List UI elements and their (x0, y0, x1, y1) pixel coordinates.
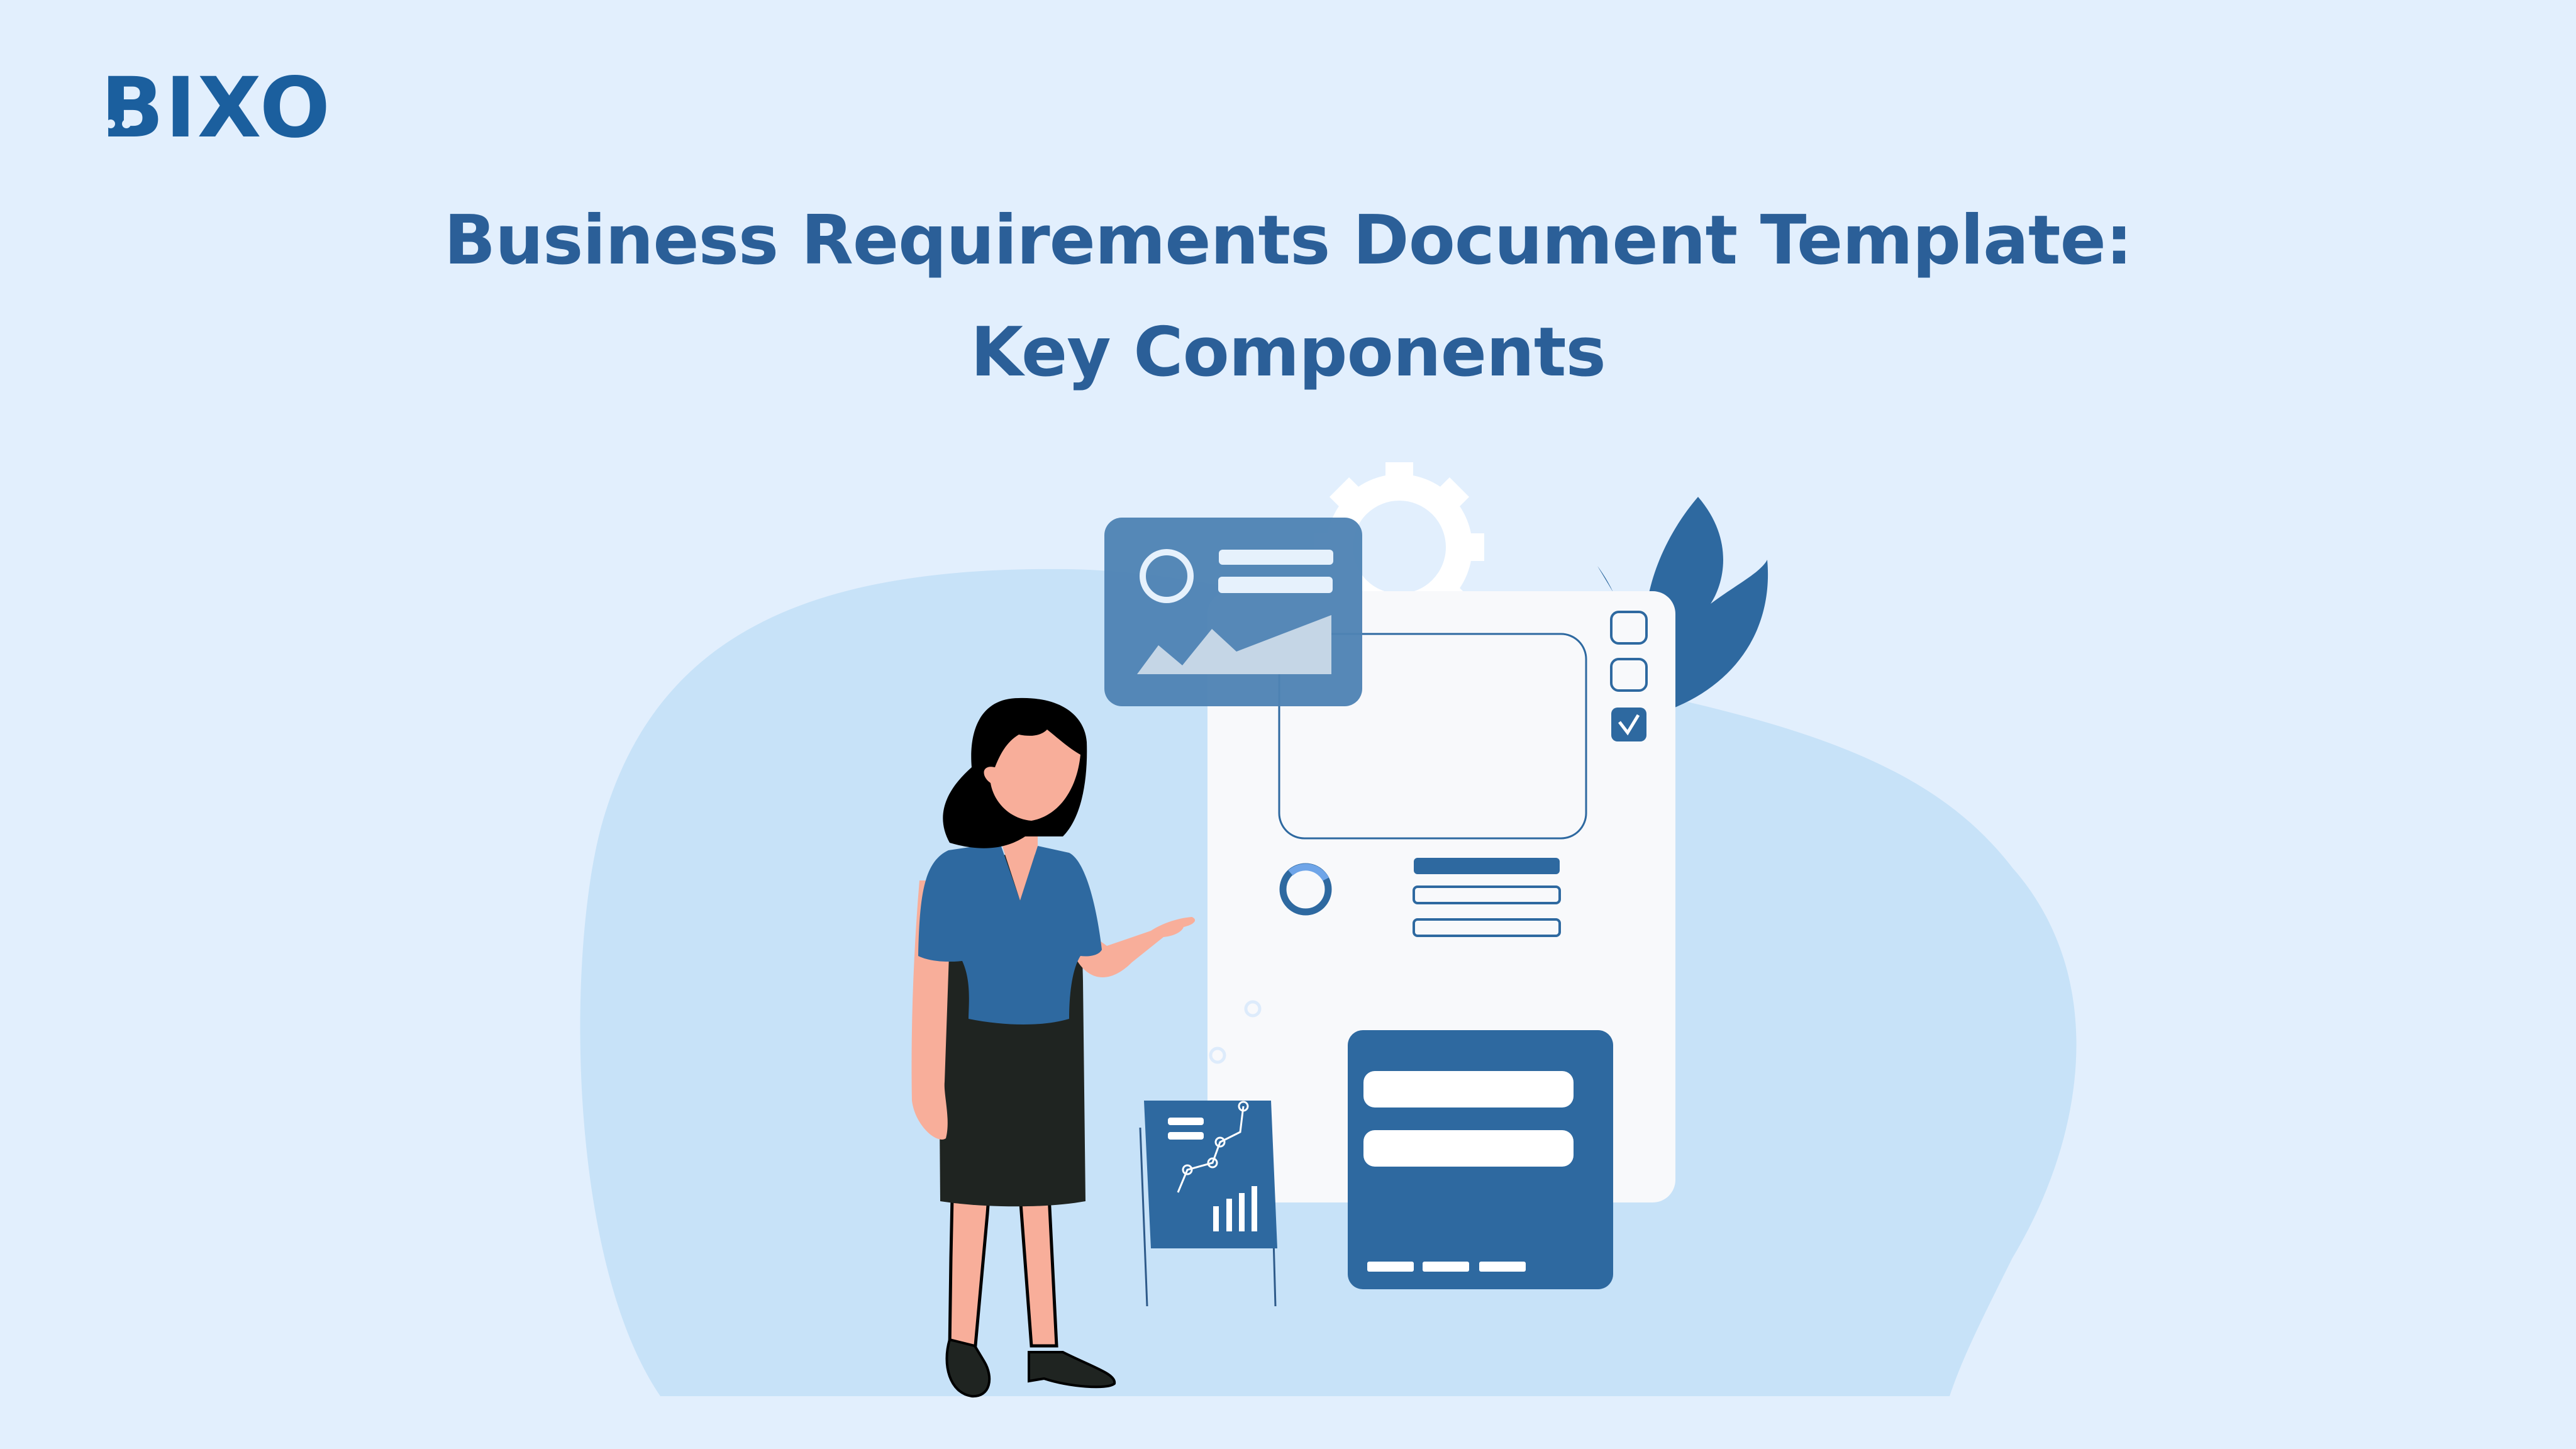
checkbox-1[interactable] (1610, 611, 1648, 645)
robot-face-icon (106, 119, 131, 128)
form-field-2[interactable] (1363, 1130, 1574, 1167)
brand-logo: BIXO (101, 67, 331, 150)
logo-text: BIXO (101, 60, 332, 157)
form-card (1348, 1030, 1613, 1289)
check-icon (1618, 714, 1640, 736)
easel-chart (1139, 1101, 1277, 1307)
page-title-line1: Business Requirements Document Template: (443, 201, 2133, 280)
checkbox-3-checked[interactable] (1611, 708, 1646, 741)
image-card (1104, 518, 1362, 706)
progress-ring (1279, 863, 1332, 916)
form-field-1[interactable] (1363, 1071, 1574, 1108)
woman-figure (911, 697, 1196, 1398)
checkbox-2[interactable] (1610, 658, 1648, 692)
page-title-line2: Key Components (970, 313, 1606, 392)
